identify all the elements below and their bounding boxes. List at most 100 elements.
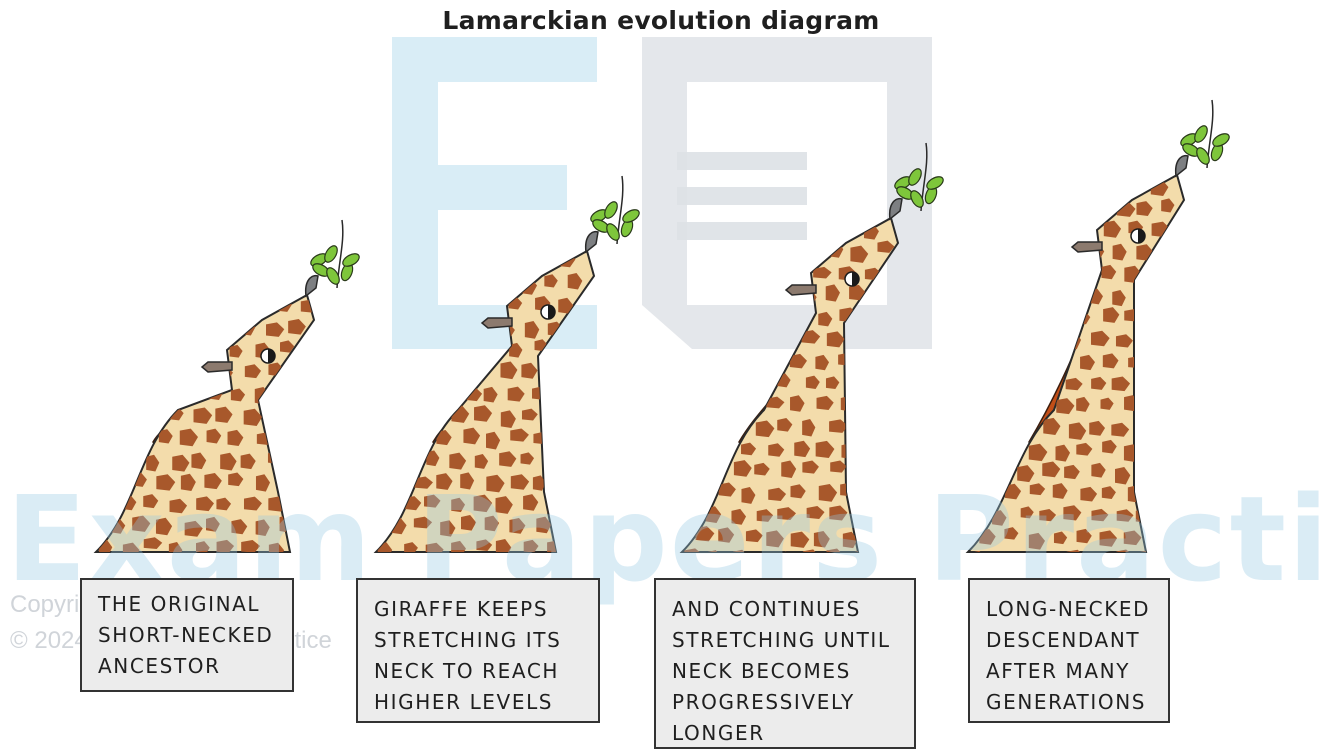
giraffe-patch	[1136, 330, 1150, 345]
leaf	[926, 176, 944, 190]
giraffe-patch	[555, 428, 573, 441]
giraffe-patch	[196, 496, 214, 512]
giraffe-patch	[789, 353, 807, 369]
giraffe-patch	[1103, 220, 1122, 238]
leaf	[606, 223, 620, 241]
giraffe-patch	[426, 410, 441, 427]
giraffe-patch	[718, 307, 733, 321]
giraffe-patch	[415, 343, 430, 359]
giraffe-patch	[781, 332, 797, 346]
giraffe-patch	[682, 354, 688, 367]
giraffe-patch	[301, 383, 314, 397]
giraffe-patch	[1052, 264, 1070, 278]
giraffe-patch	[826, 331, 845, 348]
giraffe-patch	[391, 427, 406, 445]
giraffe-patch	[1160, 377, 1175, 394]
giraffe-patch	[1065, 289, 1082, 304]
giraffe-patch	[813, 530, 830, 548]
giraffe-patch	[391, 341, 406, 357]
stage-2-line-2: STRETCHING ITS	[374, 628, 562, 652]
giraffe-patch	[203, 342, 223, 359]
giraffe-patch	[1116, 509, 1134, 522]
giraffe-patch	[533, 431, 549, 445]
giraffe-patch	[1005, 308, 1022, 322]
giraffe-patch	[710, 328, 728, 346]
giraffe-patch	[231, 519, 248, 535]
giraffe-patch	[215, 406, 233, 423]
giraffe-patch	[1101, 486, 1116, 500]
giraffe-patch	[1099, 530, 1118, 547]
giraffe-pupil	[852, 272, 859, 286]
giraffe-patch	[682, 440, 692, 456]
giraffe-patch	[145, 320, 164, 334]
giraffe-patch	[567, 273, 583, 290]
giraffe-patch	[499, 451, 517, 467]
giraffe-patch	[425, 542, 444, 552]
giraffe-patch	[1123, 530, 1142, 546]
giraffe-patch	[1150, 268, 1169, 281]
giraffe-patch	[745, 309, 764, 322]
giraffe-patch	[251, 295, 267, 309]
giraffe-patch	[698, 352, 717, 366]
giraffe-patch	[1089, 420, 1106, 436]
giraffe-patch	[794, 440, 811, 458]
leaf-sprig-icon	[590, 175, 640, 245]
leaf	[908, 168, 922, 186]
giraffe-patch	[376, 432, 386, 447]
giraffe-patch	[495, 496, 513, 514]
giraffe-patch	[1102, 353, 1119, 369]
giraffe-patch	[311, 408, 314, 426]
giraffe-patch	[1007, 267, 1023, 279]
giraffe-patch	[850, 245, 869, 263]
giraffe-pupil	[548, 305, 555, 319]
giraffe-patch	[682, 267, 686, 281]
giraffe-patch	[1039, 330, 1055, 345]
giraffe-patch	[875, 330, 893, 345]
giraffe-patch	[718, 482, 736, 497]
giraffe-patch	[427, 277, 443, 290]
giraffe-patch	[777, 417, 793, 432]
giraffe-patch	[968, 397, 976, 413]
giraffe-patch	[509, 518, 526, 534]
giraffe-patch	[485, 431, 501, 450]
giraffe-patch	[288, 318, 306, 335]
giraffe-pupil	[268, 349, 275, 363]
giraffe-patch	[1019, 285, 1033, 303]
giraffe-patch	[557, 341, 574, 356]
giraffe-patch	[684, 548, 703, 552]
giraffe-patch	[1075, 178, 1095, 193]
giraffe-patch	[1068, 422, 1087, 440]
giraffe-patch	[1101, 264, 1117, 280]
giraffe-patch	[1004, 527, 1019, 540]
leaf	[1194, 125, 1208, 143]
giraffe-patch	[1016, 376, 1030, 392]
giraffe-patch	[148, 361, 168, 375]
giraffe-patch	[1008, 223, 1025, 239]
giraffe-patch	[511, 255, 530, 270]
giraffe-patch	[1164, 285, 1183, 299]
giraffe-patch	[312, 450, 314, 467]
giraffe-patch	[169, 498, 188, 514]
leaf	[910, 190, 924, 208]
giraffe-patch	[1079, 222, 1093, 239]
giraffe-patch	[230, 388, 246, 402]
giraffe-patch	[303, 429, 314, 448]
giraffe-patch	[1055, 355, 1069, 369]
giraffe-patch	[753, 243, 771, 256]
giraffe-patch	[682, 329, 701, 346]
giraffe-patch	[1124, 179, 1141, 194]
giraffe-patch	[1103, 307, 1120, 323]
giraffe-patch	[768, 487, 787, 501]
giraffe-patch	[744, 220, 760, 238]
giraffe-patch	[682, 240, 701, 255]
giraffe-patch	[171, 362, 187, 375]
giraffe-patch	[275, 428, 293, 444]
leaf	[1212, 133, 1230, 147]
giraffe-patch	[777, 245, 792, 261]
giraffe-patch	[1091, 376, 1107, 390]
giraffe-patch	[1104, 180, 1122, 199]
giraffe-patch	[1043, 417, 1061, 436]
giraffe-patch	[391, 295, 410, 308]
giraffe-patch	[495, 539, 512, 552]
giraffe-patch	[543, 366, 559, 381]
